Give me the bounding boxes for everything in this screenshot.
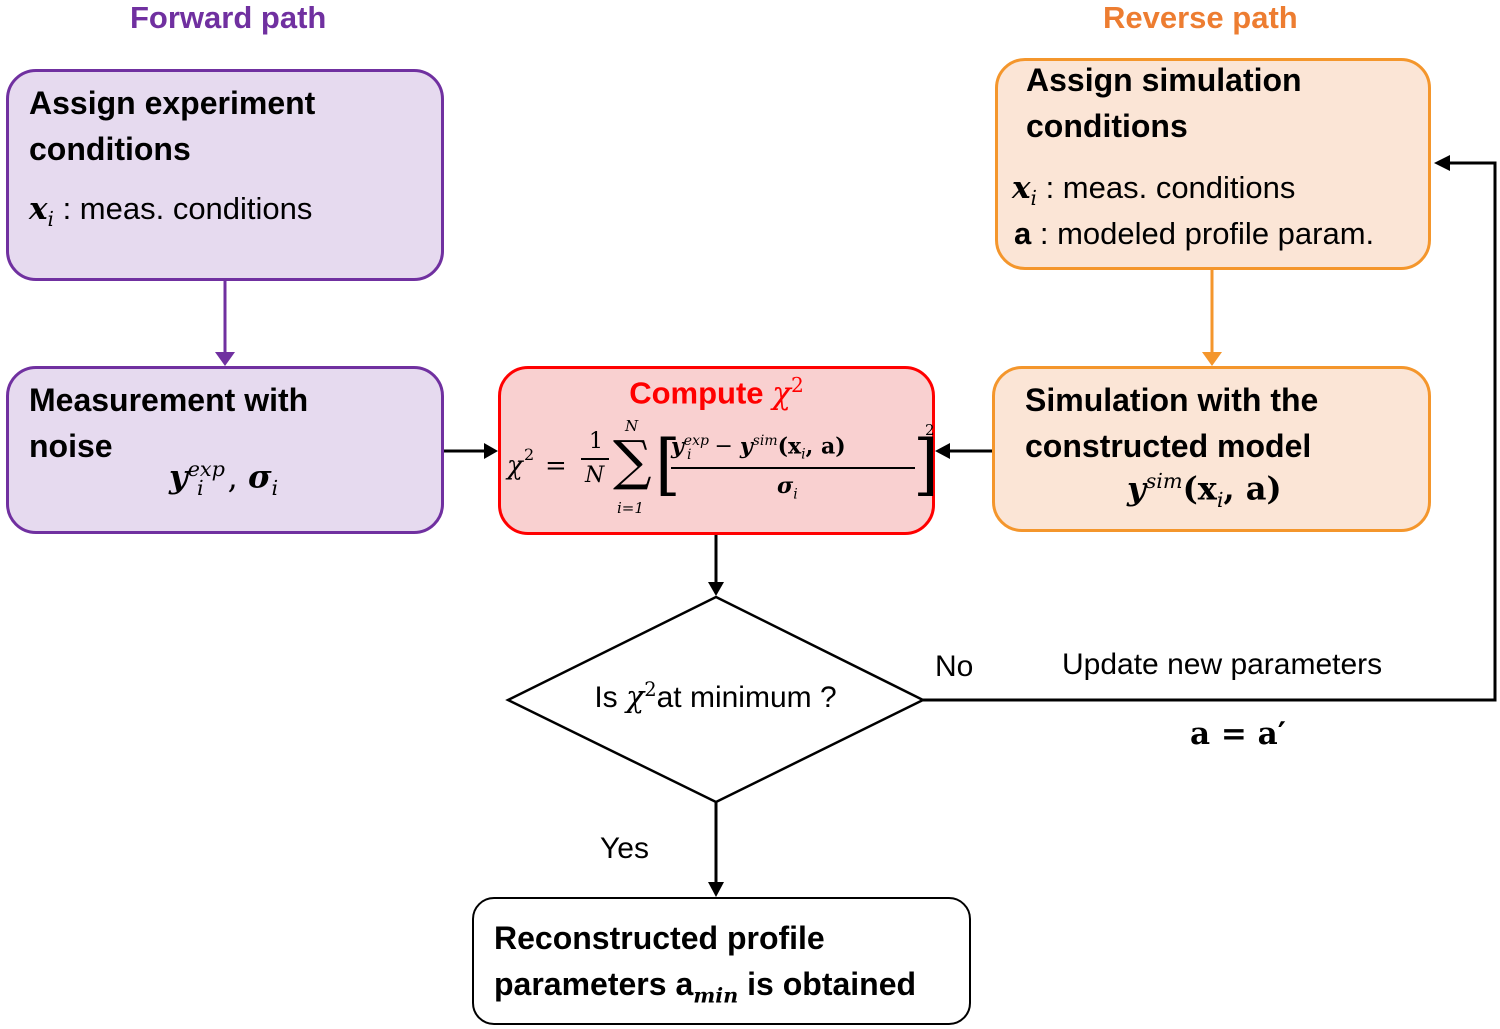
simulation-box: Simulation with the constructed model ys…: [992, 366, 1431, 532]
assign-simulation-title: Assign simulation conditions: [1026, 62, 1302, 144]
simulation-formula: ysim(xi, a): [1127, 469, 1282, 513]
assign-experiment-box: Assign experiment conditions xi : meas. …: [6, 69, 444, 281]
compute-box: Compute χ2 χ 2 = 1 N ∑ N i=1 [ yexpi − y…: [498, 366, 939, 535]
reverse-path-title: Reverse path: [1103, 0, 1298, 35]
yes-label: Yes: [600, 832, 649, 865]
arrowhead-compute-to-decision: [708, 582, 724, 596]
forward-path-title: Forward path: [130, 0, 327, 35]
no-label: No: [935, 650, 974, 683]
result-line-1: Reconstructed profile: [494, 920, 825, 956]
arrowhead-measurement-to-compute: [484, 443, 498, 459]
arrowhead-assign-sim-to-simulation: [1202, 352, 1222, 366]
decision-text: Is χ2at minimum ?: [594, 678, 837, 715]
measurement-formula: yexpi, σi: [169, 457, 279, 501]
update-parameters-label: Update new parameters: [1062, 648, 1383, 681]
arrowhead-decision-to-result: [708, 882, 724, 897]
arrowhead-simulation-to-compute: [935, 443, 950, 459]
simulation-title: Simulation with the constructed model: [1025, 382, 1319, 464]
assign-simulation-a: a : modeled profile param.: [1014, 216, 1375, 251]
assign-simulation-box: Assign simulation conditions xi : meas. …: [995, 58, 1431, 270]
chi-square-formula: χ 2 = 1 N ∑ N i=1 [ yexpi − ysim(xi, a) …: [507, 417, 939, 517]
arrowhead-no-loop: [1434, 155, 1450, 171]
update-equation: a = a′: [1190, 716, 1286, 752]
result-box: Reconstructed profile parameters amin is…: [472, 897, 971, 1025]
assign-experiment-variable: xi : meas. conditions: [29, 191, 313, 232]
arrow-no-loop: [923, 161, 1497, 702]
result-line-2: parameters amin is obtained: [494, 966, 917, 1008]
assign-experiment-title: Assign experiment conditions: [29, 85, 316, 167]
measurement-box: Measurement with noise yexpi, σi: [6, 366, 444, 534]
measurement-title: Measurement with noise: [29, 382, 309, 464]
compute-title: Compute χ2: [629, 373, 804, 412]
assign-simulation-x: xi : meas. conditions: [1012, 170, 1296, 211]
arrowhead-assign-to-measurement: [215, 352, 235, 366]
